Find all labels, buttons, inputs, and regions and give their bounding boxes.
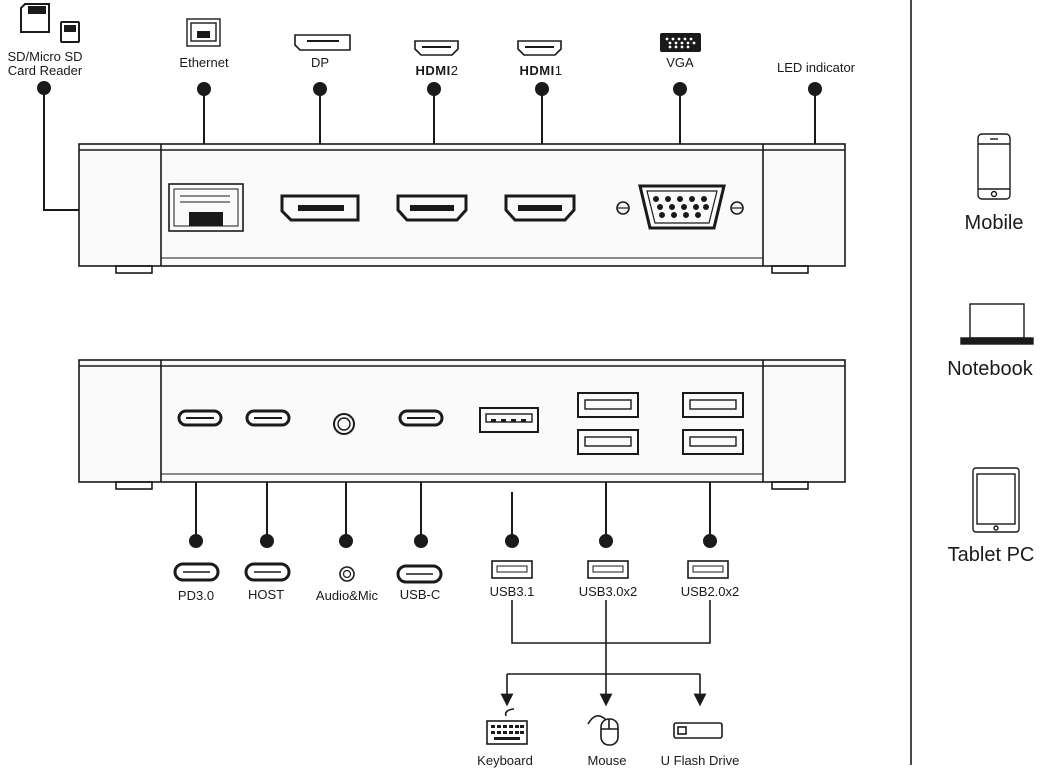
usb31-port [479,407,539,433]
dock-rear-view [78,359,846,490]
hdmi2-label-number: 2 [450,63,459,78]
usbc-icon [396,564,443,584]
notebook-label: Notebook [947,358,1033,380]
flash-drive-icon [673,722,723,739]
hdmi1-label-text: HDMI [519,63,555,78]
dp-port [280,194,360,222]
hdmi1-label-number: 1 [554,63,563,78]
ethernet-port [168,183,244,232]
usb20-ports [682,392,744,455]
pd-icon [173,562,220,582]
hdmi1-port [504,194,576,222]
sd-card-label-line2: Card Reader [7,63,83,78]
hdmi1-label: HDMI1 [508,63,574,78]
usbc-port [398,409,444,427]
host-icon [244,562,291,582]
hdmi2-label-text: HDMI [415,63,451,78]
ethernet-label: Ethernet [179,55,229,70]
tablet-label: Tablet PC [947,544,1035,566]
ethernet-icon [186,18,221,47]
vga-label: VGA [666,55,694,70]
hdmi2-port [396,194,468,222]
hdmi2-label: HDMI2 [404,63,470,78]
tablet-icon [972,467,1020,533]
keyboard-icon [486,708,528,745]
flash-drive-label: U Flash Drive [660,753,740,768]
usb31-icon [491,560,533,579]
top-leaders [37,81,822,211]
bottom-leaders [189,482,717,548]
mobile-label: Mobile [964,212,1024,234]
dp-icon [294,34,351,51]
mouse-icon [587,715,619,746]
audio-port [333,413,355,435]
notebook-icon [960,303,1034,345]
host-port [245,409,291,427]
usb31-label: USB3.1 [489,584,535,599]
usb30-icon [587,560,629,579]
sd-card-icon [20,3,80,43]
led-indicator-label: LED indicator [776,60,856,75]
usbc-label: USB-C [399,587,441,602]
usb20-icon [687,560,729,579]
mouse-label: Mouse [587,753,627,768]
vga-icon [660,33,701,52]
mobile-icon [977,133,1011,200]
host-label: HOST [247,587,285,602]
pd-label: PD3.0 [177,588,215,603]
usb20-label: USB2.0x2 [680,584,740,599]
pd-port [177,409,223,427]
usb30-ports [577,392,639,455]
vga-port [616,184,744,230]
hdmi1-icon [517,40,562,56]
sd-card-reader-label: SD/Micro SD Card Reader [0,50,90,78]
dock-front-view [78,143,846,274]
keyboard-label: Keyboard [477,753,533,768]
sd-card-label-line1: SD/Micro SD [7,49,83,64]
audio-mic-label: Audio&Mic [315,588,379,603]
usb30-label: USB3.0x2 [578,584,638,599]
dp-label: DP [310,55,330,70]
hdmi2-icon [414,40,459,56]
audio-icon [339,566,355,582]
usb-peripheral-tree [500,600,711,707]
